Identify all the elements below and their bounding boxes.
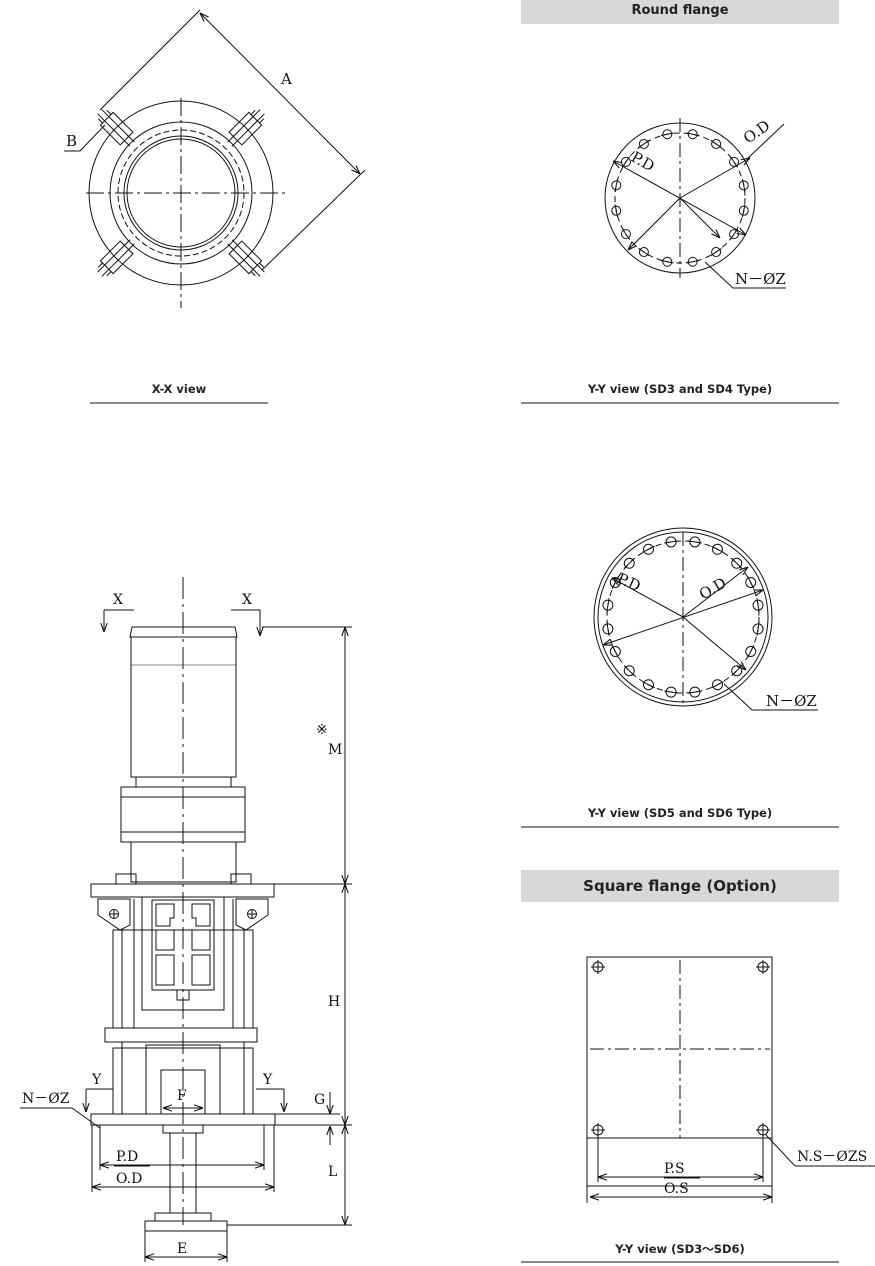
label-NZ-side: N－ØZ xyxy=(22,1091,70,1107)
round-flange-sd56 xyxy=(593,527,818,711)
round-flange-header: Round flange xyxy=(521,0,839,24)
label-H: H xyxy=(328,994,340,1010)
side-elevation-drawing xyxy=(20,577,352,1262)
caption-yy-sd3-6: Y-Y view (SD3～SD6) xyxy=(615,1242,745,1256)
label-NSZS: N.S－ØZS xyxy=(797,1149,867,1165)
label-OD-round1: O.D xyxy=(740,116,773,147)
label-PD-round2: P.D xyxy=(614,569,643,595)
caption-xx-view: X-X view xyxy=(151,382,207,396)
label-PD-side: P.D xyxy=(116,1149,138,1165)
label-OD-side: O.D xyxy=(116,1171,142,1187)
label-X-left: X xyxy=(113,592,123,608)
label-F: F xyxy=(177,1088,187,1104)
label-OS: O.S xyxy=(664,1181,689,1197)
round-flange-sd34 xyxy=(604,118,786,289)
label-NZ-round1: N－ØZ xyxy=(735,270,786,288)
caption-yy-sd34: Y-Y view (SD3 and SD4 Type) xyxy=(587,382,773,396)
label-Y-left: Y xyxy=(91,1072,102,1088)
label-B: B xyxy=(66,132,77,150)
square-flange-header: Square flange (Option) xyxy=(521,870,839,902)
label-E: E xyxy=(177,1241,187,1257)
label-L: L xyxy=(328,1164,337,1180)
label-A: A xyxy=(280,70,292,88)
label-M: M xyxy=(328,742,342,758)
label-OD-round2: O.D xyxy=(696,574,729,604)
xx-view-drawing xyxy=(64,9,366,308)
label-PS: P.S xyxy=(664,1161,685,1177)
label-Y-right: Y xyxy=(262,1072,273,1088)
label-X-right: X xyxy=(242,592,252,608)
caption-yy-sd56: Y-Y view (SD5 and SD6 Type) xyxy=(587,806,773,820)
square-flange-drawing xyxy=(586,956,875,1203)
label-mark: ※ xyxy=(316,722,328,738)
label-NZ-round2: N－ØZ xyxy=(766,692,817,710)
label-G: G xyxy=(314,1092,325,1108)
